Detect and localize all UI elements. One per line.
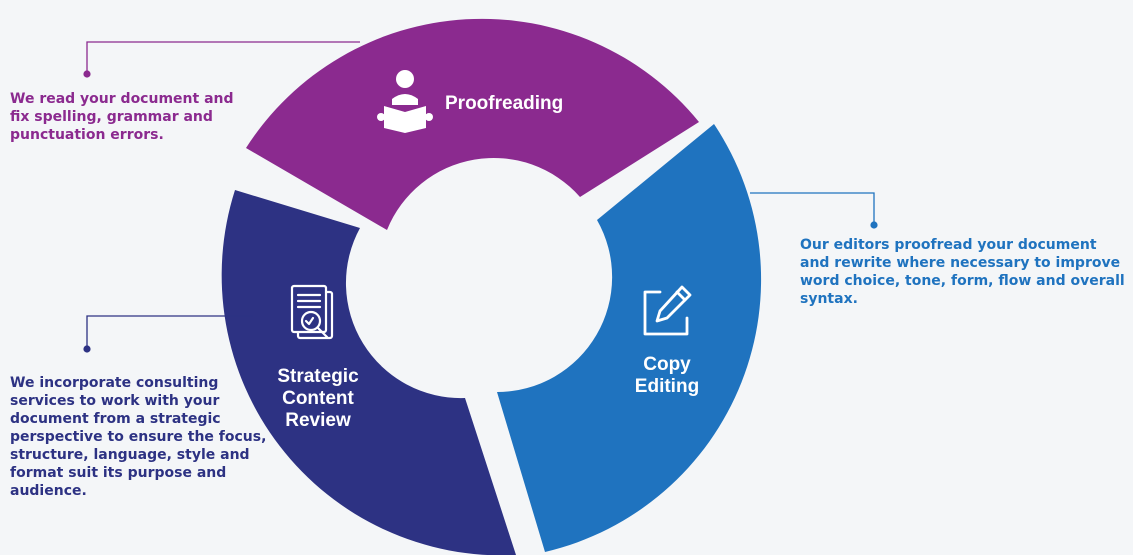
copy-editing-segment [497,124,762,552]
document-review-icon [290,284,334,340]
copy-editing-description: Our editors proofread your document and … [800,237,1125,307]
proofreading-description: We read your document and fix spelling, … [10,91,234,143]
reader-icon [377,70,433,133]
proofreading-connector [83,41,360,78]
strategic-connector [83,315,253,353]
proofreading-segment [246,18,699,230]
proofreading-label: Proofreading [445,93,563,114]
strategic-description: We incorporate consulting services to wo… [10,375,267,499]
strategic-label-line3: Review [285,410,351,431]
strategic-label-line2: Content [282,388,354,409]
strategic-label-line1: Strategic [277,366,359,387]
strategic-content-review-segment [221,190,516,555]
copy-editing-label-line2: Editing [635,376,699,397]
pencil-edit-icon [643,285,692,336]
copy-editing-connector [750,192,878,229]
copy-editing-label-line1: Copy [643,354,691,375]
